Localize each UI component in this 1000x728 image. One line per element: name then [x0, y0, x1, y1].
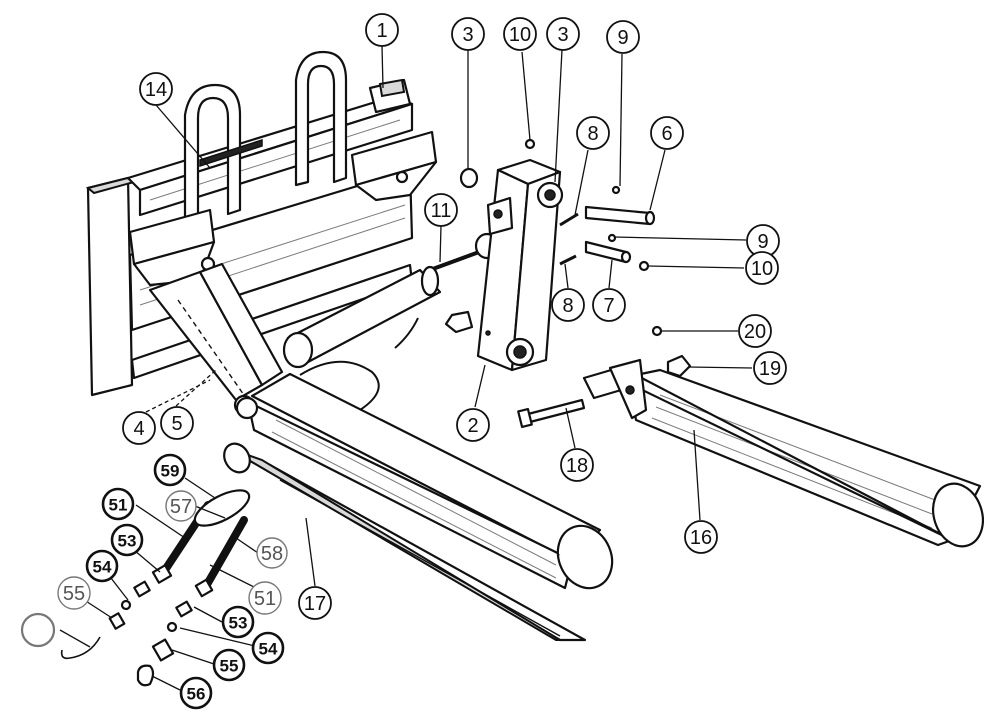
hydraulic-cylinder	[282, 232, 500, 411]
callout-8: 8	[576, 116, 610, 150]
svg-text:54: 54	[93, 558, 112, 577]
svg-text:8: 8	[587, 123, 598, 145]
svg-text:55: 55	[63, 583, 85, 605]
callout-55-second: 55	[212, 648, 246, 682]
svg-text:5: 5	[171, 413, 182, 435]
svg-text:10: 10	[751, 258, 773, 280]
callout-14: 14	[139, 72, 173, 106]
svg-text:58: 58	[261, 543, 283, 565]
callout-2: 2	[456, 408, 490, 442]
callout-10: 10	[503, 17, 537, 51]
svg-text:18: 18	[566, 455, 588, 477]
svg-text:51: 51	[254, 588, 276, 610]
svg-text:53: 53	[118, 532, 137, 551]
callout-10-second: 10	[745, 251, 779, 285]
callout-51: 51	[101, 487, 135, 521]
callout-4: 4	[122, 411, 156, 445]
pivot-bolt	[517, 398, 586, 429]
leader-lines	[59, 45, 753, 691]
svg-text:8: 8	[562, 295, 573, 317]
lift-arm	[148, 262, 284, 416]
svg-text:19: 19	[759, 358, 781, 380]
pivot-head-block	[476, 158, 564, 372]
svg-text:17: 17	[304, 593, 326, 615]
callout-54: 54	[85, 549, 119, 583]
svg-text:14: 14	[145, 79, 167, 101]
right-roller-tube	[582, 358, 984, 548]
bushings-and-fasteners	[444, 138, 692, 378]
callout-58: 58	[256, 537, 288, 569]
callout-51-second: 51	[248, 581, 282, 615]
callout-11: 11	[424, 193, 458, 227]
bale-spear-tine	[223, 442, 587, 642]
callout-3-second: 3	[546, 17, 580, 51]
svg-text:6: 6	[661, 123, 672, 145]
callout-8-second: 8	[551, 288, 585, 322]
svg-text:53: 53	[229, 614, 248, 633]
svg-text:3: 3	[462, 24, 473, 46]
svg-text:7: 7	[603, 295, 614, 317]
callout-59: 59	[153, 453, 187, 487]
svg-text:4: 4	[133, 418, 144, 440]
callout-3: 3	[451, 17, 485, 51]
callout-20: 20	[738, 314, 772, 348]
callout-19: 19	[753, 351, 787, 385]
mounting-frame	[85, 50, 438, 397]
callout-9: 9	[606, 20, 640, 54]
callout-57: 57	[165, 490, 197, 522]
svg-text:11: 11	[431, 200, 452, 222]
svg-text:1: 1	[376, 20, 387, 42]
left-roller-tube	[235, 372, 614, 590]
svg-text:3: 3	[557, 24, 568, 46]
callout-16: 16	[684, 520, 718, 554]
svg-text:51: 51	[109, 496, 128, 515]
svg-text:20: 20	[744, 321, 766, 343]
svg-text:16: 16	[690, 527, 712, 549]
svg-text:9: 9	[617, 27, 628, 49]
callout-17: 17	[298, 586, 332, 620]
callout-6: 6	[650, 116, 684, 150]
callout-56: 56	[179, 676, 213, 710]
callout-54-second: 54	[251, 631, 285, 665]
callout-5: 5	[160, 406, 194, 440]
callout-55: 55	[57, 576, 91, 610]
svg-text:2: 2	[467, 415, 478, 437]
svg-text:55: 55	[220, 657, 239, 676]
callout-53: 53	[110, 523, 144, 557]
callout-53-second: 53	[221, 605, 255, 639]
svg-text:9: 9	[757, 231, 768, 253]
callout-18: 18	[560, 448, 594, 482]
callout-1: 1	[365, 13, 399, 47]
svg-text:59: 59	[161, 462, 180, 481]
svg-text:54: 54	[259, 640, 278, 659]
svg-text:10: 10	[509, 24, 531, 46]
svg-text:57: 57	[170, 496, 192, 518]
svg-text:56: 56	[187, 685, 206, 704]
grease-fittings	[20, 489, 251, 687]
callout-7: 7	[592, 288, 626, 322]
